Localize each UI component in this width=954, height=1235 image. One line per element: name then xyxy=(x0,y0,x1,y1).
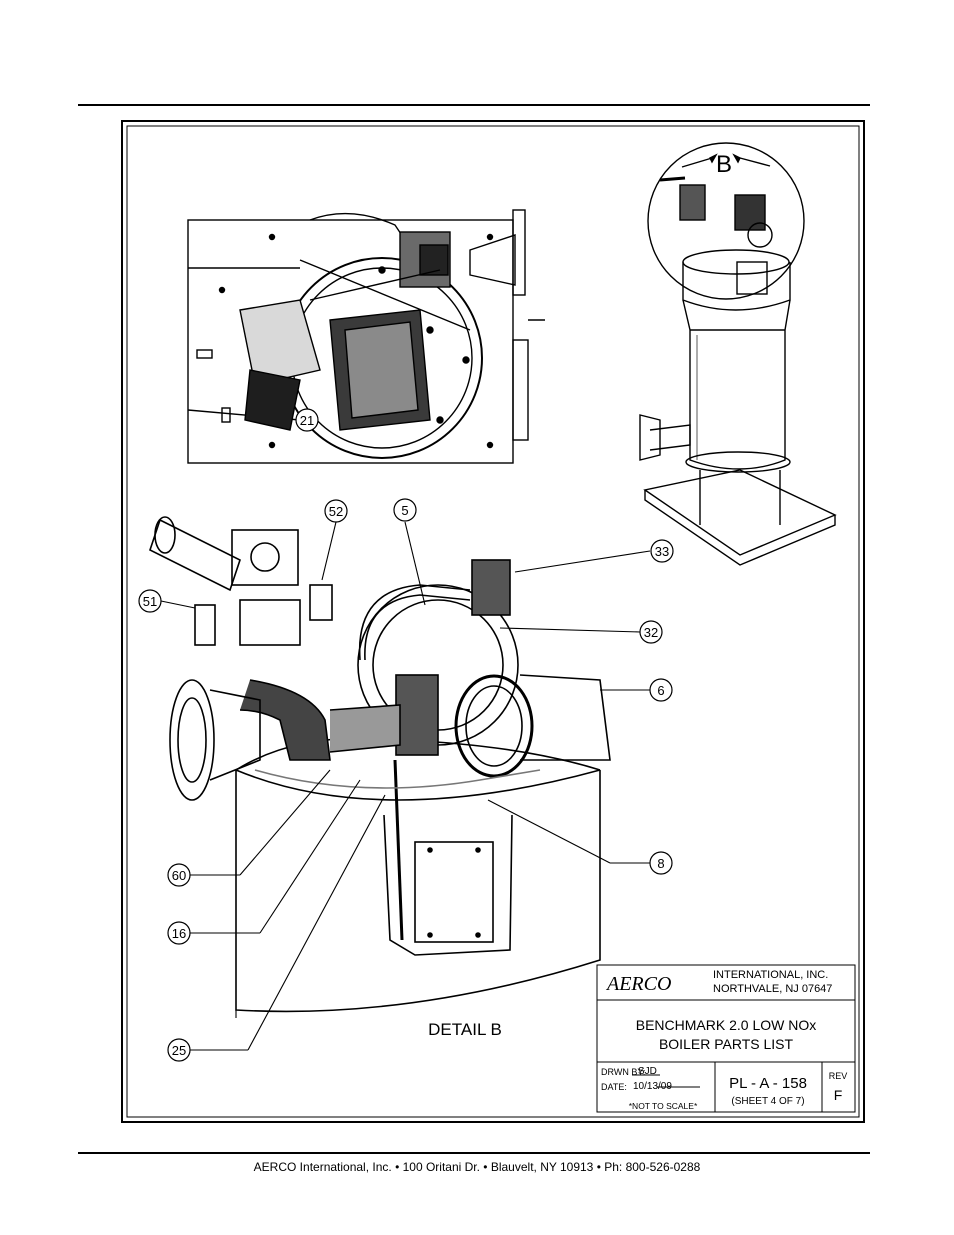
rev-value: F xyxy=(834,1087,843,1103)
rev-label: REV xyxy=(829,1071,848,1081)
drawn-by-value: SJD xyxy=(638,1066,657,1077)
callout-8: 8 xyxy=(657,856,664,871)
callout-bubbles xyxy=(138,408,674,1062)
top-view xyxy=(187,209,545,464)
title-block-title-line1: BENCHMARK 2.0 LOW NOx xyxy=(636,1017,816,1033)
header-rule xyxy=(78,104,870,106)
callout-leaders xyxy=(160,521,651,1051)
callout-25: 25 xyxy=(172,1043,186,1058)
section-marker-b: B xyxy=(716,151,732,178)
callout-32: 32 xyxy=(644,625,658,640)
frame-inner xyxy=(126,125,860,1118)
footer-address: AERCO International, Inc. • 100 Oritani … xyxy=(253,1160,701,1174)
title-block-company-name: INTERNATIONAL, INC. xyxy=(713,969,828,981)
callout-labels: 52 5 33 51 32 6 8 60 16 25 21 xyxy=(143,413,669,1058)
title-block-title-line2: BOILER PARTS LIST xyxy=(659,1036,794,1052)
detail-title: DETAIL B xyxy=(428,1020,502,1039)
callout-60: 60 xyxy=(172,868,186,883)
scale-note: *NOT TO SCALE* xyxy=(629,1101,698,1111)
callout-16: 16 xyxy=(172,926,186,941)
callout-6: 6 xyxy=(657,683,664,698)
callout-33: 33 xyxy=(655,544,669,559)
boiler-iso-view xyxy=(639,142,837,566)
frame-outer xyxy=(121,120,865,1123)
title-block xyxy=(596,964,856,1113)
drawing-number: PL - A - 158 xyxy=(729,1075,807,1092)
callout-51: 51 xyxy=(143,594,157,609)
callout-21: 21 xyxy=(300,413,314,428)
sheet-number: (SHEET 4 OF 7) xyxy=(731,1096,804,1107)
title-block-company-location: NORTHVALE, NJ 07647 xyxy=(713,983,832,995)
callout-5: 5 xyxy=(401,503,408,518)
date-value: 10/13/09 xyxy=(633,1081,672,1092)
date-label: DATE: xyxy=(601,1082,627,1092)
detail-b-view xyxy=(149,516,611,1013)
footer-rule xyxy=(78,1152,870,1154)
callout-52: 52 xyxy=(329,504,343,519)
title-block-logo: AERCO xyxy=(605,973,671,995)
drawn-by-label: DRWN BY: xyxy=(601,1067,645,1077)
